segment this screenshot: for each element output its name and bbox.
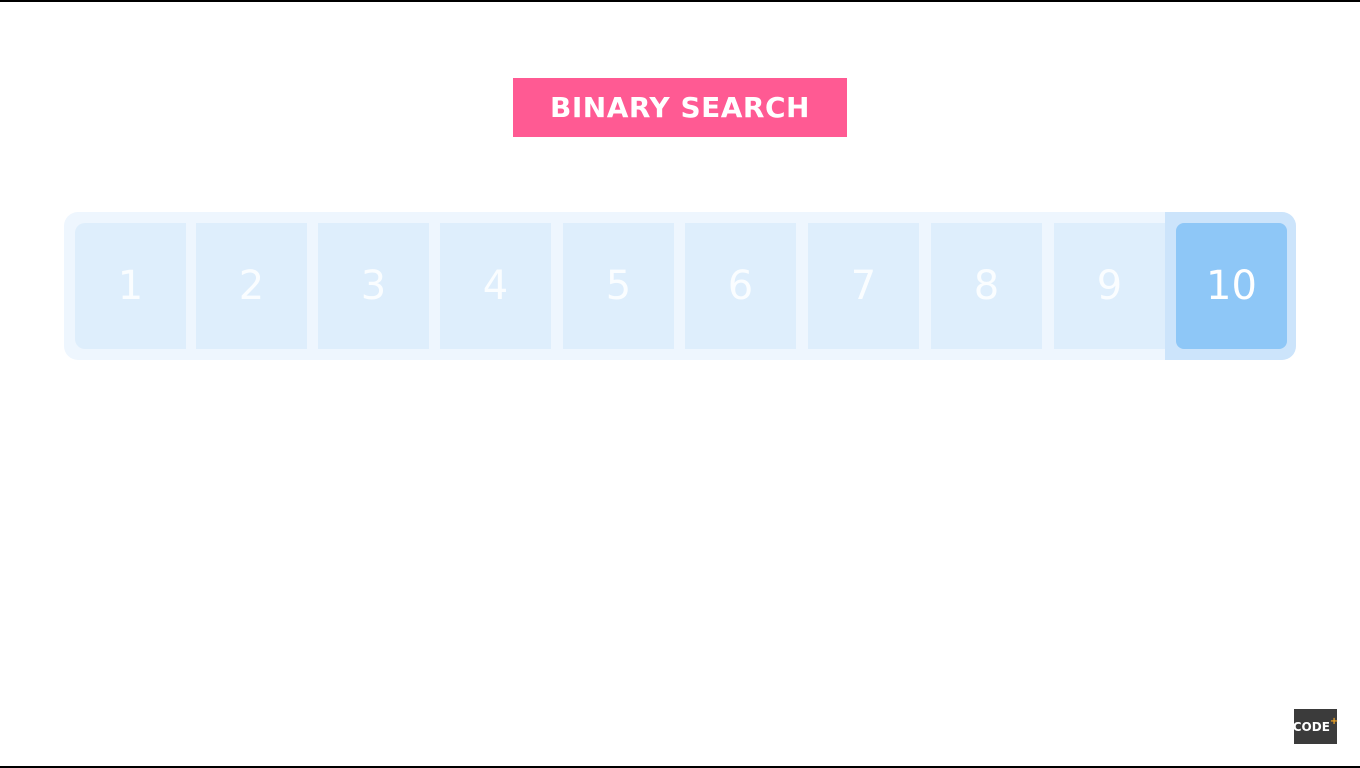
array-cell-9: 9	[1054, 223, 1165, 349]
logo-plus-icon: +	[1329, 716, 1339, 727]
bottom-border	[0, 766, 1360, 768]
array-cell-5: 5	[563, 223, 674, 349]
slide-title: BINARY SEARCH	[513, 78, 847, 137]
array-cell-8: 8	[931, 223, 1042, 349]
array-cell-1: 1	[75, 223, 186, 349]
array-cell-10-active: 10	[1176, 223, 1287, 349]
logo-text: CODE	[1292, 719, 1330, 734]
array-cell-3: 3	[318, 223, 429, 349]
top-border	[0, 0, 1360, 2]
code-logo: CODE+	[1292, 709, 1339, 744]
array-cell-2: 2	[196, 223, 307, 349]
array-cell-4: 4	[440, 223, 551, 349]
array-cell-6: 6	[685, 223, 796, 349]
array-cell-7: 7	[808, 223, 919, 349]
